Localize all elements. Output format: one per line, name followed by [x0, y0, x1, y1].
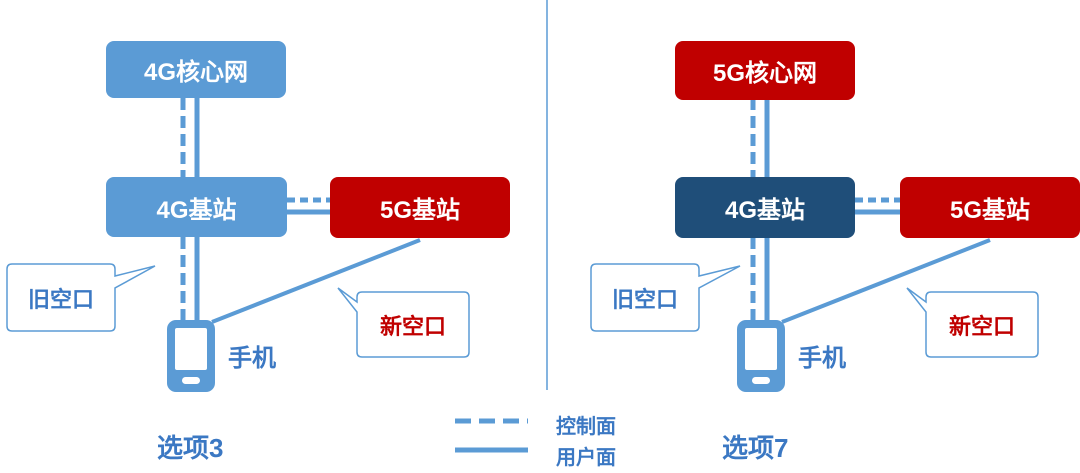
left-core-network-label: 4G核心网	[143, 59, 248, 86]
right-old-air-label: 旧空口	[611, 286, 678, 312]
left-enb-box: 4G基站	[106, 177, 287, 237]
right-enb-label: 4G基站	[724, 197, 805, 224]
right-gnb-phone-user	[781, 238, 991, 324]
right-core-network-label: 5G核心网	[712, 60, 817, 87]
right-gnb-label: 5G基站	[949, 197, 1030, 224]
left-gnb-box: 5G基站	[330, 177, 510, 238]
left-new-air-callout	[337, 287, 470, 358]
right-phone-icon	[737, 320, 785, 392]
left-core-network-box: 4G核心网	[106, 41, 286, 98]
left-option-label: 选项3	[157, 433, 224, 463]
left-gnb-phone-user	[211, 238, 421, 324]
legend-user-label: 用户面	[556, 447, 616, 469]
left-old-air-callout	[6, 263, 156, 332]
left-gnb-label: 5G基站	[379, 197, 460, 224]
right-enb-box: 4G基站	[675, 177, 855, 238]
right-new-air-callout	[906, 287, 1039, 358]
right-gnb-box: 5G基站	[900, 177, 1080, 238]
legend-control-label: 控制面	[556, 416, 616, 438]
right-core-network-box: 5G核心网	[675, 41, 855, 100]
left-new-air-label: 新空口	[379, 313, 446, 339]
right-new-air-label: 新空口	[948, 313, 1015, 339]
right-old-air-callout	[590, 263, 741, 332]
left-old-air-label: 旧空口	[27, 286, 94, 312]
left-enb-label: 4G基站	[156, 196, 237, 224]
left-phone-icon	[167, 320, 215, 392]
right-option-label: 选项7	[722, 433, 789, 463]
right-phone-label: 手机	[798, 345, 846, 372]
left-phone-label: 手机	[228, 345, 276, 372]
